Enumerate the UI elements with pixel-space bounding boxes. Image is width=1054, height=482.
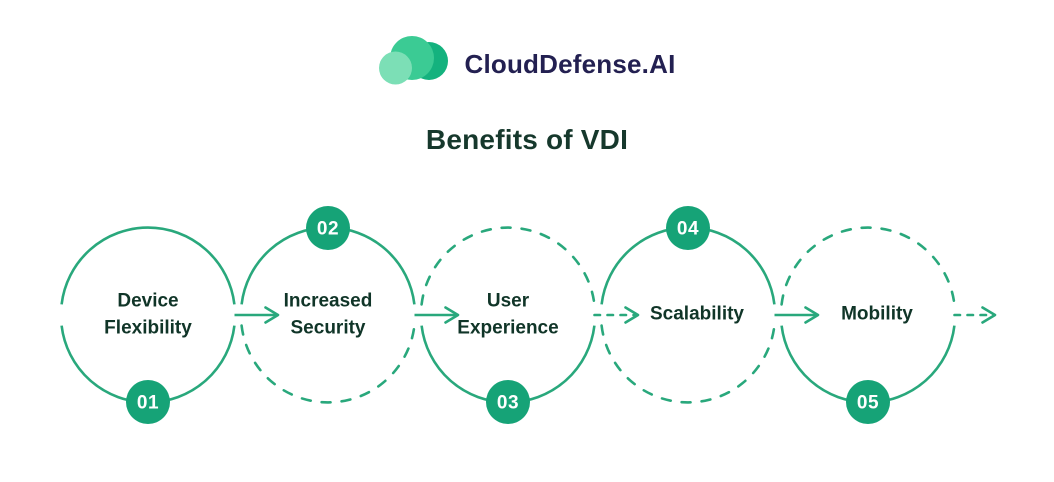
step-5-badge-number: 05 <box>857 393 879 414</box>
arrow-exit-head-icon <box>981 306 997 324</box>
step-4-badge-number: 04 <box>677 219 699 240</box>
step-3-label: User Experience <box>457 290 559 338</box>
step-3-badge-number: 03 <box>497 393 519 414</box>
step-1-badge-number: 01 <box>137 393 159 414</box>
step-2-label: Increased Security <box>283 290 373 338</box>
page-title: Benefits of VDI <box>425 124 629 155</box>
step-1-label: Device Flexibility <box>104 290 192 338</box>
step-1-top-arc <box>60 226 236 305</box>
arrow-4-5 <box>774 306 820 324</box>
step-2-bottom-arc <box>240 324 416 404</box>
arrow-1-2 <box>234 306 280 324</box>
step-4-bottom-arc <box>600 324 776 404</box>
step-5-badge-dot <box>846 380 890 424</box>
step-5-top-arc <box>780 226 956 306</box>
step-2-badge-dot <box>306 206 350 250</box>
brand-name: CloudDefense.AI <box>464 48 676 79</box>
step-5-label: Mobility <box>841 303 913 325</box>
cloud-circle-light <box>379 51 413 85</box>
step-1-badge-dot <box>126 380 170 424</box>
step-5-badge: 05 <box>846 380 890 424</box>
arrow-3-4-head-icon <box>624 306 640 324</box>
step-3-badge-dot <box>486 380 530 424</box>
arrow-exit <box>953 306 997 324</box>
step-4-badge: 04 <box>666 206 710 250</box>
cloud-logo-icon <box>379 36 449 85</box>
step-1-badge: 01 <box>126 380 170 424</box>
step-3-top-arc <box>420 226 596 306</box>
arrow-1-2-head-icon <box>264 306 280 324</box>
step-2-badge: 02 <box>306 206 350 250</box>
arrow-4-5-head-icon <box>804 306 820 324</box>
step-4-label: Scalability <box>650 303 744 325</box>
arrow-2-3 <box>414 306 460 324</box>
step-2-badge-number: 02 <box>317 219 339 240</box>
arrow-2-3-head-icon <box>444 306 460 324</box>
arrow-3-4 <box>593 306 640 324</box>
step-4-badge-dot <box>666 206 710 250</box>
brand-logo: CloudDefense.AI <box>0 34 1054 94</box>
step-3-badge: 03 <box>486 380 530 424</box>
